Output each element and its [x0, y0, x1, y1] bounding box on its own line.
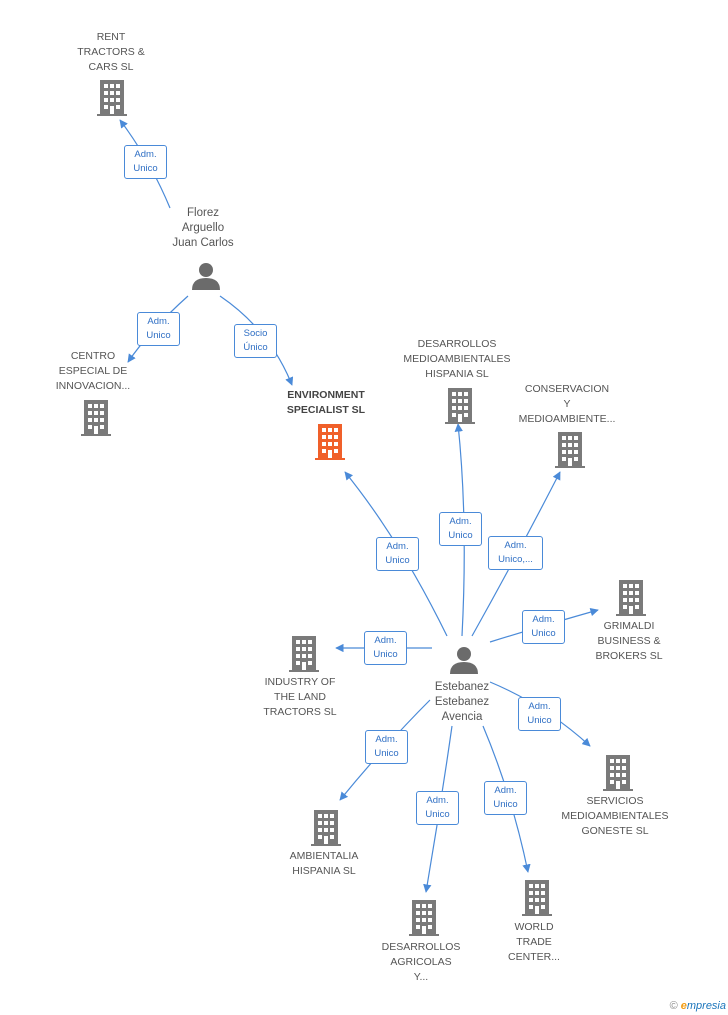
person-icon [192, 263, 220, 290]
building-icon [603, 755, 633, 791]
relation-label[interactable]: Adm. Unico [365, 730, 408, 764]
empresia-logo-e: e [680, 1000, 687, 1012]
footer-brand[interactable]: © empresia [670, 1000, 726, 1012]
company-label[interactable]: DESARROLLOS MEDIOAMBIENTALES HISPANIA SL [403, 338, 511, 380]
company-label[interactable]: WORLD TRADE CENTER... [508, 921, 560, 963]
building-icon [81, 400, 111, 436]
building-icon [522, 880, 552, 916]
relation-label[interactable]: Adm. Unico [376, 537, 419, 571]
person-label[interactable]: Florez Arguello Juan Carlos [172, 207, 234, 249]
building-icon [289, 636, 319, 672]
relation-label[interactable]: Adm. Unico,... [488, 536, 543, 570]
company-label[interactable]: DESARROLLOS AGRICOLAS Y... [381, 941, 461, 983]
copyright-symbol: © [669, 1000, 678, 1012]
relation-label[interactable]: Socio Único [234, 324, 277, 358]
relation-label[interactable]: Adm. Unico [522, 610, 565, 644]
company-label[interactable]: RENT TRACTORS & CARS SL [77, 31, 145, 73]
company-label[interactable]: INDUSTRY OF THE LAND TRACTORS SL [263, 676, 337, 718]
company-label[interactable]: SERVICIOS MEDIOAMBIENTALES GONESTE SL [561, 795, 669, 837]
person-icon [450, 647, 478, 674]
person-label[interactable]: Estebanez Estebanez Avencia [434, 681, 490, 723]
building-icon [616, 580, 646, 616]
building-icon [315, 424, 345, 460]
building-icon [409, 900, 439, 936]
building-icon [555, 432, 585, 468]
relation-label[interactable]: Adm. Unico [518, 697, 561, 731]
empresia-logo-text: mpresia [686, 1000, 726, 1012]
relation-label[interactable]: Adm. Unico [364, 631, 407, 665]
company-label[interactable]: CENTRO ESPECIAL DE INNOVACION... [55, 350, 131, 392]
relation-label[interactable]: Adm. Unico [124, 145, 167, 179]
building-icon [445, 388, 475, 424]
building-icon [97, 80, 127, 116]
company-label[interactable]: CONSERVACION Y MEDIOAMBIENTE... [518, 383, 616, 425]
company-label[interactable]: ENVIRONMENT SPECIALIST SL [286, 389, 366, 416]
relation-label[interactable]: Adm. Unico [416, 791, 459, 825]
company-label[interactable]: AMBIENTALIA HISPANIA SL [289, 850, 359, 877]
relation-label[interactable]: Adm. Unico [439, 512, 482, 546]
relation-label[interactable]: Adm. Unico [137, 312, 180, 346]
company-label[interactable]: GRIMALDI BUSINESS & BROKERS SL [595, 620, 663, 662]
building-icon [311, 810, 341, 846]
relation-label[interactable]: Adm. Unico [484, 781, 527, 815]
